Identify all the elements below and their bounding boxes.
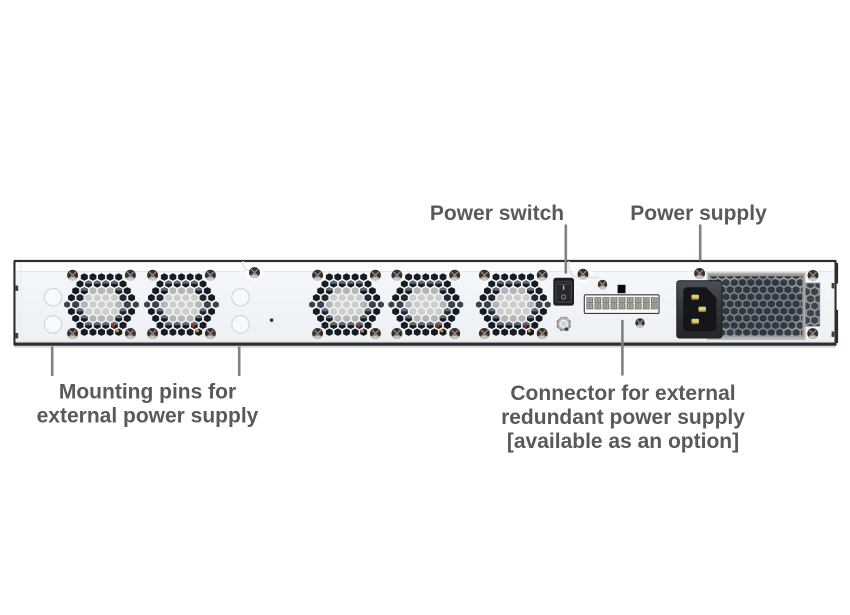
svg-text:redundant power supply: redundant power supply xyxy=(501,406,745,429)
svg-text:Power supply: Power supply xyxy=(630,202,767,225)
svg-text:Mounting pins for: Mounting pins for xyxy=(59,381,236,404)
svg-text:[available as an option]: [available as an option] xyxy=(507,430,739,453)
svg-text:Power switch: Power switch xyxy=(430,202,564,225)
svg-text:Connector for external: Connector for external xyxy=(510,382,735,405)
svg-text:external power supply: external power supply xyxy=(37,405,259,428)
